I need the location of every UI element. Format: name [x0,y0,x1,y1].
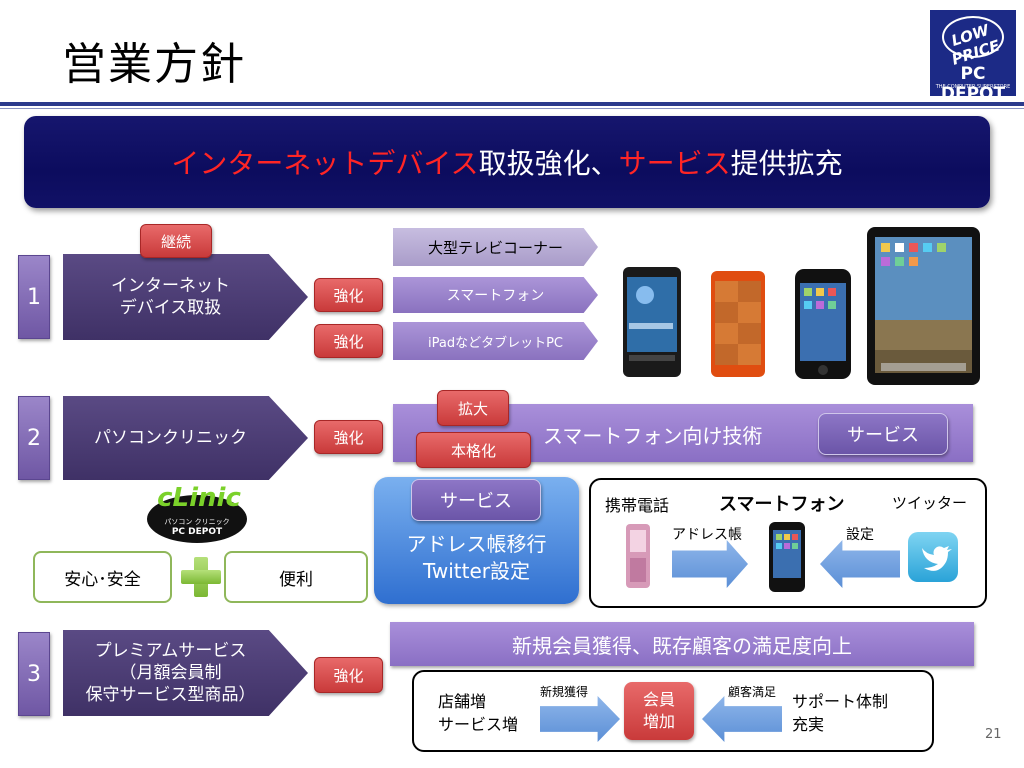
tag-expand: 拡大 [437,390,509,426]
increase-text: 増加 [642,712,675,731]
section-3-label: プレミアムサービス （月額会員制 保守サービス型商品） [63,630,308,716]
banner-expand: 提供拡充 [730,147,843,180]
section-3-label-line3: 保守サービス型商品） [85,685,256,706]
ipad-image [867,227,980,385]
new-acquisition-label: 新規獲得 [540,685,589,699]
flow-twitter-label: ツイッター [892,494,968,512]
iphone-image [795,269,851,379]
smartphone-tech-text: スマートフォン向け技術 [543,424,763,448]
benri-box: 便利 [224,551,368,603]
flow-setting-label: 設定 [846,527,874,543]
service-label-2: サービス [411,479,541,521]
smartphone-icon [769,522,805,592]
store-increase-text: 店舗増 [438,692,487,711]
policy-banner: インターネットデバイス 取扱強化、 サービス 提供拡充 [24,116,990,208]
anshin-box: 安心･安全 [33,551,172,603]
logo-tagline: THE COMPUTER SUPERSTORE [935,84,1011,90]
tag-strengthen-3: 強化 [314,420,383,454]
plus-icon [181,557,221,597]
device-images [623,227,980,385]
store-service-increase: 店舗増 サービス増 [438,690,518,736]
support-text: サポート体制 [792,692,889,711]
clinic-logo-brand: PC DEPOT [171,527,223,537]
page-number: 21 [985,727,1002,742]
twitter-icon [908,532,958,582]
flow-feature-phone-label: 携帯電話 [605,496,670,515]
tag-full-scale: 本格化 [416,432,531,468]
new-member-bar: 新規会員獲得、既存顧客の満足度向上 [390,622,974,666]
logo-badge [942,16,1004,58]
section-2-label: パソコンクリニック [63,396,308,480]
support-structure: サポート体制 充実 [792,690,888,736]
twitter-setting-text: Twitter設定 [422,559,531,583]
section-1-number: 1 [18,255,50,339]
section-3-label-line1: プレミアムサービス [94,640,247,661]
tag-continue: 継続 [140,224,212,258]
section-1-label-line2: デバイス取扱 [119,298,222,318]
section-1-label-line1: インターネット [111,275,230,296]
orange-phone-image [711,271,765,377]
clinic-logo: cLinic パソコン クリニック PC DEPOT [147,483,247,545]
section-3-number: 3 [18,632,50,716]
tag-strengthen-1: 強化 [314,278,383,312]
item-smartphone: スマートフォン [393,277,598,313]
tag-strengthen-4: 強化 [314,657,383,693]
title-divider [0,102,1024,106]
clinic-logo-sub: パソコン クリニック [164,518,230,526]
section-1-label: インターネット デバイス取扱 [63,254,308,340]
section-2-number: 2 [18,396,50,480]
service-increase-text: サービス増 [438,715,519,735]
logo-brand: PC DEPOT [940,64,1006,104]
title-divider-thin [0,108,1024,109]
pc-depot-logo: LOW PRICE PC DEPOT THE COMPUTER SUPERSTO… [930,10,1016,104]
clinic-logo-text: cLinic [157,483,241,513]
slide-title: 営業方針 [62,39,246,90]
address-migration-text: アドレス帳移行 [406,532,547,556]
banner-internet-devices: インターネットデバイス [171,147,479,180]
android-phone-image [623,267,681,377]
section-3-label-line2: （月額会員制 [119,662,222,683]
tag-strengthen-2: 強化 [314,324,383,358]
banner-service: サービス [618,147,731,180]
flow-address-book-label: アドレス帳 [672,527,742,543]
member-text: 会員 [642,689,675,709]
enhancement-text: 充実 [792,715,825,735]
item-tablet-pc: iPadなどタブレットPC [393,322,598,360]
customer-satisfaction-label: 顧客満足 [728,685,777,699]
member-increase-box: 会員 増加 [624,682,694,740]
item-large-tv: 大型テレビコーナー [393,228,598,266]
service-label-1: サービス [818,413,948,455]
flip-phone-icon [626,524,650,588]
flow-smartphone-label: スマートフォン [719,494,845,515]
banner-strengthen: 取扱強化、 [478,147,619,180]
